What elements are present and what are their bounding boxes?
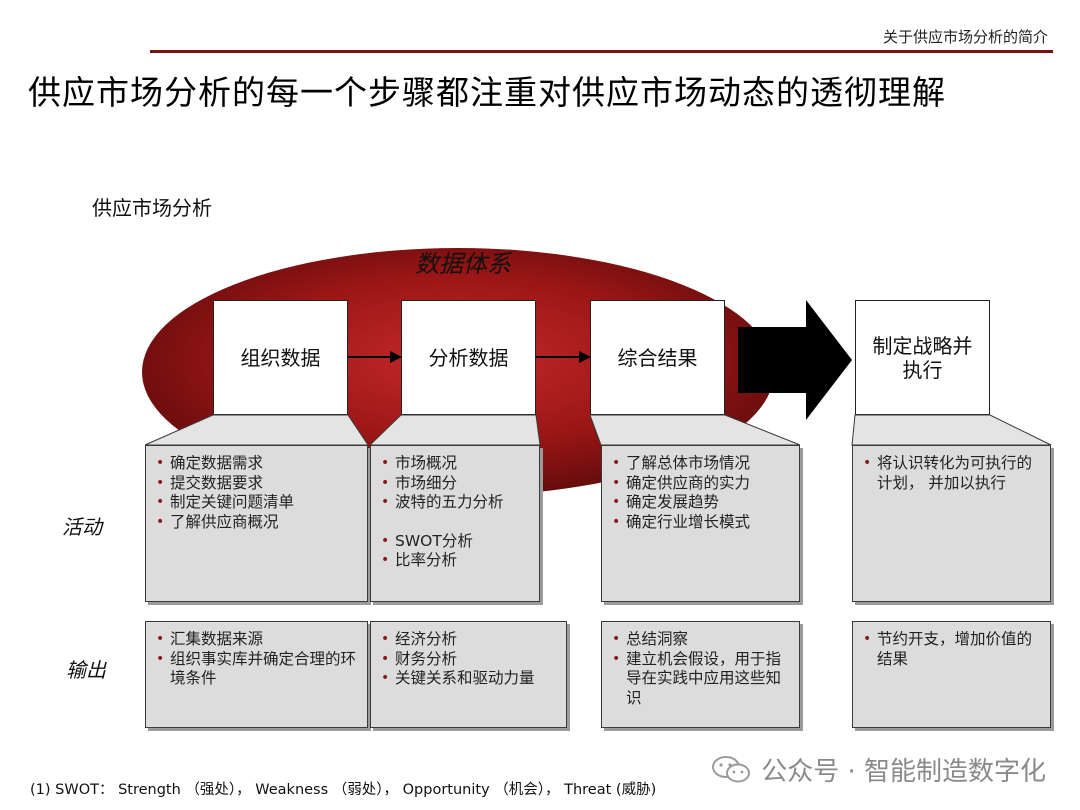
list-item: 建立机会假设，用于指导在实践中应用这些知识 — [612, 650, 791, 709]
diagram-subtitle: 供应市场分析 — [92, 196, 212, 220]
activities-panel-synthesize: 了解总体市场情况 确定供应商的实力 确定发展趋势 确定行业增长模式 — [601, 445, 800, 602]
outputs-panel-analyze: 经济分析 财务分析 关键关系和驱动力量 — [370, 621, 567, 728]
big-arrow — [738, 300, 852, 420]
step-formulate-strategy: 制定战略并执行 — [855, 300, 990, 415]
list-item: 确定发展趋势 — [612, 493, 791, 513]
list-item: 将认识转化为可执行的计划， 并加以执行 — [863, 454, 1042, 493]
list-item: SWOT分析 — [381, 532, 531, 552]
list-item: 市场细分 — [381, 474, 531, 494]
activities-panel-organize: 确定数据需求 提交数据要求 制定关键问题清单 了解供应商概况 — [145, 445, 368, 602]
row-label-activities: 活动 — [62, 515, 102, 539]
outputs-panel-strategy: 节约开支，增加价值的结果 — [852, 621, 1051, 728]
list-item: 经济分析 — [381, 630, 558, 650]
list-item: 总结洞察 — [612, 630, 791, 650]
list-item: 节约开支，增加价值的结果 — [863, 630, 1042, 669]
list-item: 市场概况 — [381, 454, 531, 474]
arrow-organize-to-analyze — [347, 351, 402, 363]
watermark: 公众号 · 智能制造数字化 — [711, 751, 1046, 788]
outputs-panel-synthesize: 总结洞察 建立机会假设，用于指导在实践中应用这些知识 — [601, 621, 800, 728]
list-item: 关键关系和驱动力量 — [381, 669, 558, 689]
header-tag: 关于供应市场分析的简介 — [882, 28, 1048, 46]
footnote: (1) SWOT： Strength （强处）， Weakness （弱处）， … — [30, 782, 657, 798]
activities-panel-strategy: 将认识转化为可执行的计划， 并加以执行 — [852, 445, 1051, 602]
step-organize-data: 组织数据 — [213, 300, 348, 415]
activities-panel-analyze: 市场概况 市场细分 波特的五力分析 SWOT分析 比率分析 — [370, 445, 540, 602]
header-rule — [150, 50, 1053, 53]
outputs-panel-organize: 汇集数据来源 组织事实库并确定合理的环境条件 — [145, 621, 368, 728]
list-item: 提交数据要求 — [156, 474, 359, 494]
wechat-icon — [712, 755, 751, 782]
list-item: 了解总体市场情况 — [612, 454, 791, 474]
list-item: 组织事实库并确定合理的环境条件 — [156, 650, 359, 689]
step-synthesize-results: 综合结果 — [590, 300, 725, 415]
list-item: 汇集数据来源 — [156, 630, 359, 650]
page-title: 供应市场分析的每一个步骤都注重对供应市场动态的透彻理解 — [28, 73, 946, 112]
list-item: 比率分析 — [381, 551, 531, 571]
list-item: 了解供应商概况 — [156, 513, 359, 533]
list-item: 制定关键问题清单 — [156, 493, 359, 513]
row-label-outputs: 输出 — [66, 658, 106, 682]
list-item: 财务分析 — [381, 650, 558, 670]
arrow-analyze-to-synthesize — [536, 351, 591, 363]
step-analyze-data: 分析数据 — [401, 300, 536, 415]
list-item: 波特的五力分析 — [381, 493, 531, 513]
watermark-text: 公众号 · 智能制造数字化 — [761, 757, 1046, 787]
list-item: 确定供应商的实力 — [612, 474, 791, 494]
list-item: 确定行业增长模式 — [612, 513, 791, 533]
list-item: 确定数据需求 — [156, 454, 359, 474]
ellipse-label: 数据体系 — [415, 250, 511, 278]
